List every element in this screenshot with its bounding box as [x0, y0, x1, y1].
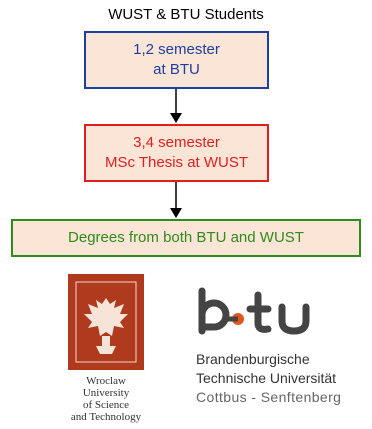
step-box-btu-semesters: 1,2 semester at BTU — [84, 31, 269, 89]
arrow-2 — [170, 182, 182, 218]
wust-name-line-2: University — [82, 387, 130, 399]
step-box-degrees: Degrees from both BTU and WUST — [11, 219, 361, 257]
wust-name: Wroclaw University of Science and Techno… — [50, 375, 162, 423]
step-3-line-1: Degrees from both BTU and WUST — [68, 229, 304, 246]
step-box-wust-thesis: 3,4 semester MSc Thesis at WUST — [84, 124, 269, 182]
arrow-1 — [170, 89, 182, 123]
step-1-line-2: at BTU — [153, 61, 200, 78]
step-2-line-1: 3,4 semester — [133, 134, 220, 151]
btu-name: Brandenburgische Technische Universität … — [196, 350, 372, 407]
diagram-heading: WUST & BTU Students — [108, 6, 264, 23]
btu-name-line-1: Brandenburgische — [196, 351, 310, 367]
wust-logo — [68, 274, 144, 370]
step-2-line-2: MSc Thesis at WUST — [104, 154, 249, 171]
wust-name-line-4: and Technology — [70, 411, 142, 423]
wust-name-line-3: of Science — [82, 399, 130, 411]
btu-name-line-3: Cottbus - Senftenberg — [196, 389, 342, 405]
step-1-line-1: 1,2 semester — [133, 41, 220, 58]
btu-logo — [198, 287, 310, 335]
wust-name-line-1: Wroclaw — [86, 375, 126, 387]
btu-name-line-2: Technische Universität — [196, 370, 337, 386]
